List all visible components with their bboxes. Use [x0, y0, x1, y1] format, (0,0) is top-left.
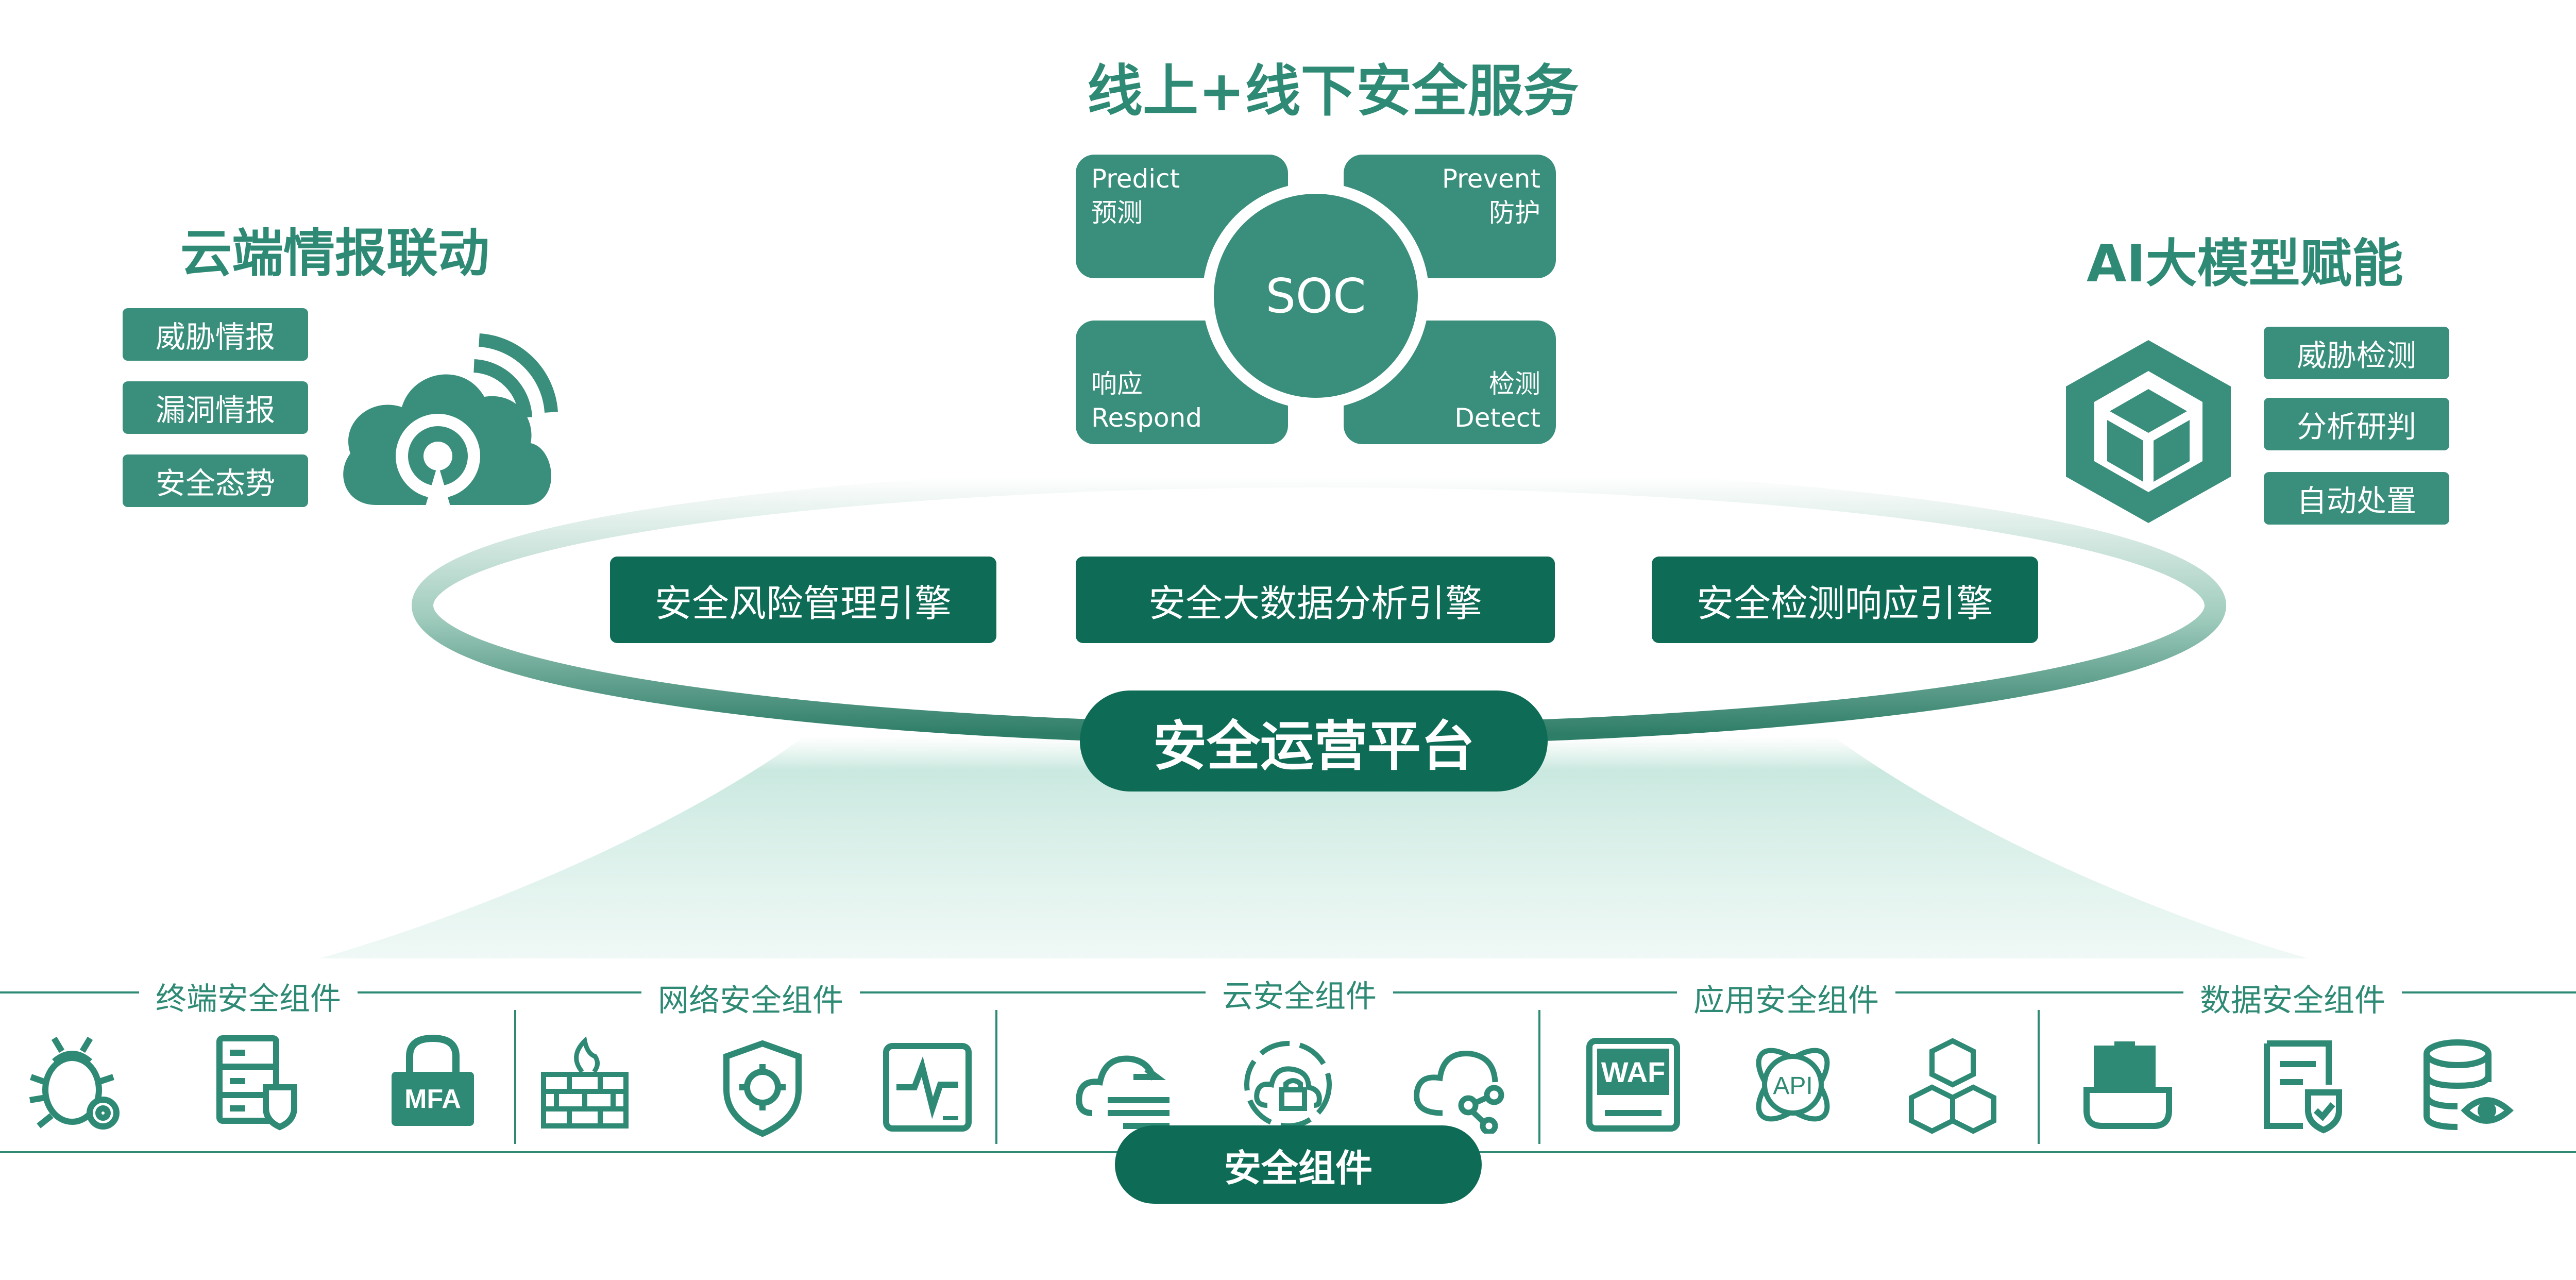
monitor-pulse-icon	[876, 1036, 979, 1139]
cloud-signal-icon	[343, 333, 558, 508]
firewall-icon	[533, 1031, 636, 1134]
mfa-lock-icon: MFA	[381, 1031, 484, 1134]
cloud-network-icon	[1406, 1031, 1510, 1135]
right-tag-2: 自动处置	[2264, 472, 2449, 525]
cloud-lock-icon	[1236, 1033, 1340, 1136]
group-title-endpoint: 终端安全组件	[139, 974, 358, 1019]
platform-label: 安全运营平台	[1153, 714, 1475, 778]
left-title: 云端情报联动	[180, 223, 489, 283]
predict-en-label: Predict	[1091, 164, 1180, 194]
components-label: 安全组件	[1224, 1146, 1372, 1190]
prevent-cn-label: 防护	[1489, 198, 1540, 228]
group-divider-4	[2038, 1010, 2040, 1144]
prevent-en-label: Prevent	[1442, 164, 1540, 194]
waf-icon-text: WAF	[1601, 1056, 1665, 1088]
group-title-data: 数据安全组件	[2183, 975, 2402, 1020]
predict-cn-label: 预测	[1091, 198, 1143, 228]
bug-gear-icon	[26, 1031, 129, 1134]
shield-target-icon	[711, 1036, 814, 1139]
mfa-icon-text: MFA	[404, 1084, 461, 1114]
group-divider-2	[995, 1010, 997, 1144]
cloud-sync-icon	[1072, 1036, 1175, 1139]
left-tag-0: 威胁情报	[123, 308, 308, 361]
cubes-icon	[1901, 1036, 2004, 1139]
group-title-network: 网络安全组件	[641, 975, 860, 1020]
server-shield-icon	[204, 1028, 307, 1131]
api-icon-text: API	[1773, 1072, 1812, 1100]
left-tag-1: 漏洞情报	[123, 381, 308, 434]
waf-icon: WAF	[1582, 1033, 1685, 1136]
detect-cn-label: 检测	[1489, 369, 1540, 399]
components-label-pill: 安全组件	[1115, 1125, 1482, 1204]
engine-bigdata: 安全大数据分析引擎	[1076, 557, 1555, 643]
database-eye-icon	[2416, 1033, 2519, 1136]
document-shield-icon	[2251, 1033, 2354, 1136]
respond-en-label: Respond	[1091, 403, 1202, 433]
detect-en-label: Detect	[1454, 403, 1540, 433]
right-tag-1: 分析研判	[2264, 398, 2449, 450]
database-stack-icon	[2076, 1033, 2179, 1136]
soc-center-disc: SOC	[1214, 194, 1418, 398]
platform-pill: 安全运营平台	[1080, 690, 1548, 791]
respond-cn-label: 响应	[1091, 369, 1143, 399]
group-title-cloud: 云安全组件	[1206, 971, 1393, 1016]
ai-cube-icon	[2066, 340, 2231, 523]
soc-center-label: SOC	[1265, 268, 1366, 324]
left-tag-2: 安全态势	[123, 454, 308, 507]
right-tag-0: 威胁检测	[2264, 327, 2449, 379]
group-title-application: 应用安全组件	[1677, 975, 1895, 1020]
api-icon: API	[1741, 1033, 1844, 1136]
right-title: AI大模型赋能	[2087, 233, 2403, 294]
soc-title: 线上+线下安全服务	[1087, 59, 1579, 124]
engine-detect-response: 安全检测响应引擎	[1652, 557, 2038, 643]
engine-risk: 安全风险管理引擎	[610, 557, 996, 643]
group-divider-1	[514, 1010, 516, 1144]
group-divider-3	[1538, 1010, 1540, 1144]
